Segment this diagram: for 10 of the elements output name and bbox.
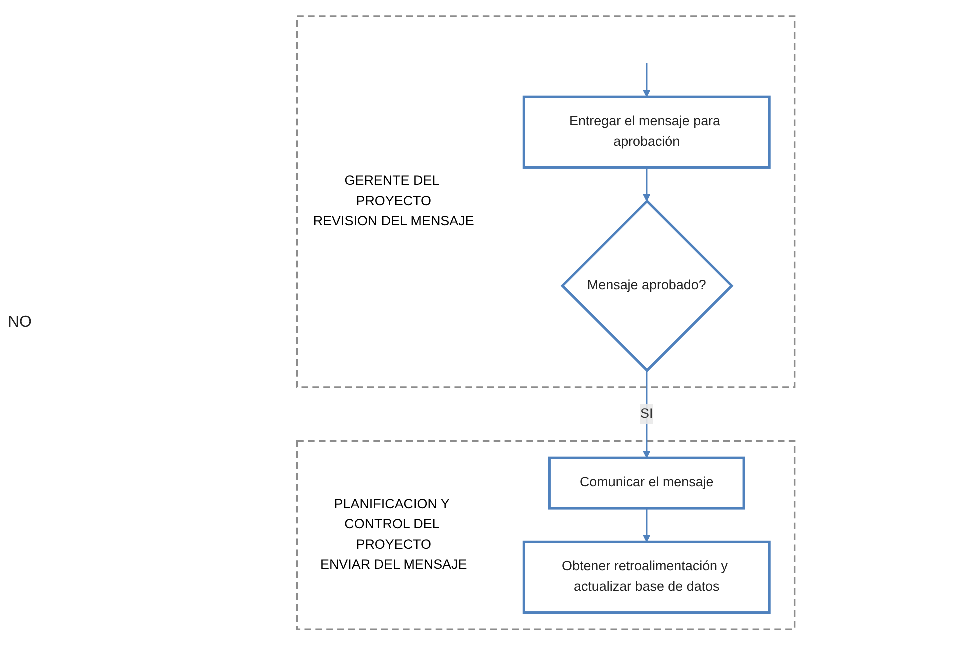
node-box: Entregar el mensaje para aprobación	[522, 96, 771, 169]
edge-label: SI	[640, 406, 654, 422]
arrow	[643, 168, 651, 202]
arrow	[643, 370, 651, 458]
node-box: Comunicar el mensaje	[548, 456, 746, 510]
node-diamond: Mensaje aprobado?	[560, 200, 734, 372]
branch-label: NO	[8, 314, 33, 332]
arrow	[643, 63, 651, 98]
node-box: Obtener retroalimentación y actualizar base de datos	[522, 540, 771, 614]
arrow	[643, 508, 651, 542]
